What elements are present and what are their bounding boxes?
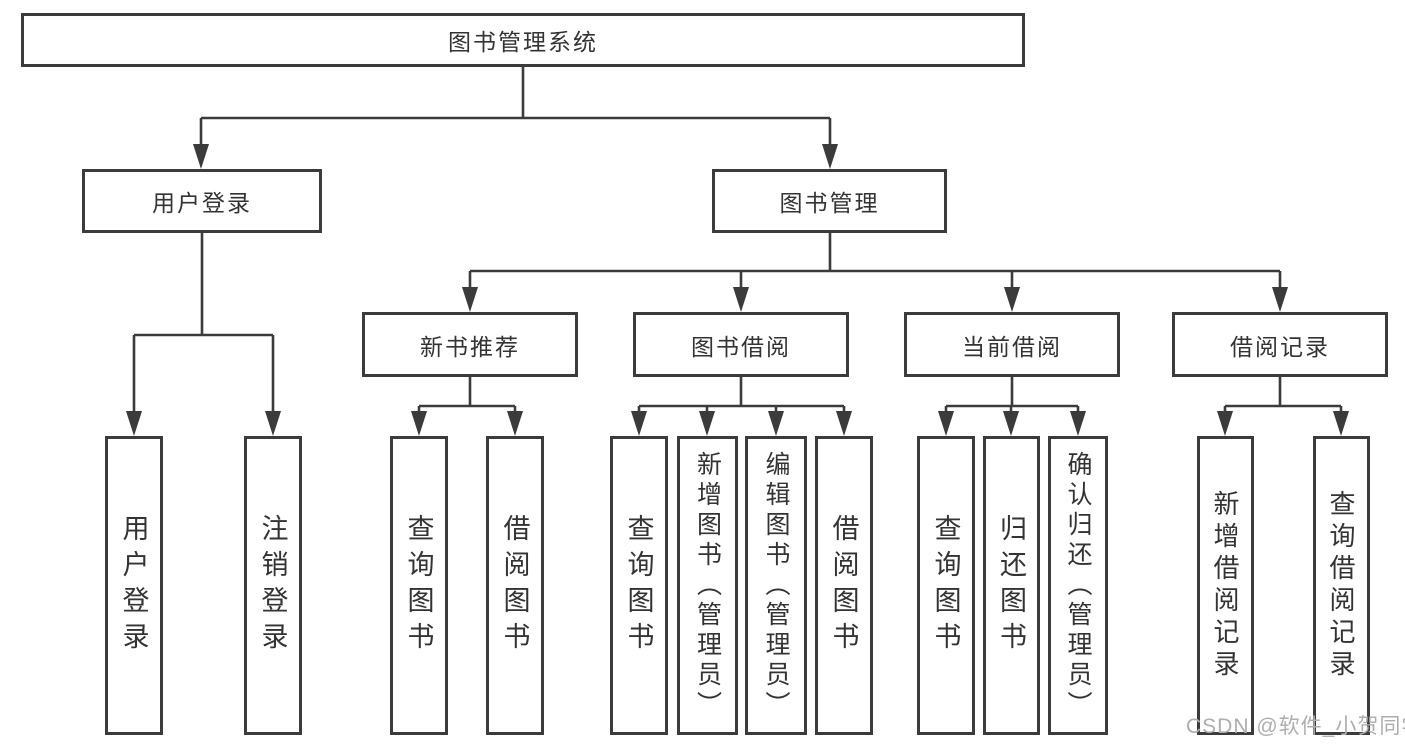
arrowhead-icon bbox=[1070, 411, 1086, 436]
leaf-label: 新增图书（管理员） bbox=[693, 450, 722, 721]
leaf-user-login: 用户登录 bbox=[105, 436, 163, 735]
node-current-borrow: 当前借阅 bbox=[904, 312, 1120, 377]
node-label: 图书借阅 bbox=[691, 333, 791, 360]
arrowhead-icon bbox=[462, 287, 478, 312]
arrowhead-icon bbox=[507, 411, 523, 436]
arrowheads bbox=[126, 144, 1349, 436]
arrowhead-icon bbox=[699, 411, 715, 436]
leaf-label: 查询借阅记录 bbox=[1326, 489, 1356, 682]
leaf-label: 用户登录 bbox=[118, 513, 149, 658]
node-label: 图书管理 bbox=[779, 190, 880, 216]
arrowhead-icon bbox=[265, 411, 281, 436]
node-user-login: 用户登录 bbox=[82, 169, 322, 233]
arrowhead-icon bbox=[193, 144, 209, 169]
arrowhead-icon bbox=[1217, 411, 1233, 436]
leaf-return-book: 归还图书 bbox=[983, 436, 1040, 735]
leaf-logout: 注销登录 bbox=[244, 436, 302, 735]
arrowhead-icon bbox=[1004, 287, 1020, 312]
leaf-borrow-books-recommend: 借阅图书 bbox=[486, 436, 544, 735]
arrowhead-icon bbox=[1333, 411, 1349, 436]
leaf-label: 查询图书 bbox=[623, 513, 654, 658]
leaf-query-books-recommend: 查询图书 bbox=[390, 436, 448, 735]
node-label: 借阅记录 bbox=[1230, 333, 1330, 360]
arrowhead-icon bbox=[411, 411, 427, 436]
leaf-label: 编辑图书（管理员） bbox=[762, 450, 790, 721]
node-book-management: 图书管理 bbox=[712, 169, 947, 233]
node-library-system: 图书管理系统 bbox=[21, 13, 1025, 67]
leaf-confirm-return-admin: 确认归还（管理员） bbox=[1048, 436, 1108, 735]
arrowhead-icon bbox=[126, 411, 142, 436]
leaf-query-books-borrow: 查询图书 bbox=[610, 436, 668, 735]
node-new-book-recommend: 新书推荐 bbox=[362, 312, 578, 377]
arrowhead-icon bbox=[938, 411, 954, 436]
leaf-add-book-admin: 新增图书（管理员） bbox=[677, 436, 738, 735]
leaf-borrow-books: 借阅图书 bbox=[815, 436, 873, 735]
leaf-label: 借阅图书 bbox=[828, 513, 859, 658]
leaf-label: 确认归还（管理员） bbox=[1064, 450, 1092, 721]
arrowhead-icon bbox=[1272, 287, 1288, 312]
leaf-label: 注销登录 bbox=[257, 513, 288, 658]
watermark: CSDN @软件_小贺同学 bbox=[1186, 715, 1405, 738]
node-label: 图书管理系统 bbox=[448, 29, 598, 55]
leaf-label: 归还图书 bbox=[996, 513, 1026, 658]
leaf-query-borrow-record: 查询借阅记录 bbox=[1313, 436, 1370, 735]
node-book-borrow: 图书借阅 bbox=[633, 312, 849, 377]
node-label: 用户登录 bbox=[152, 190, 252, 216]
leaf-edit-book-admin: 编辑图书（管理员） bbox=[745, 436, 807, 735]
arrowhead-icon bbox=[733, 287, 749, 312]
arrowhead-icon bbox=[631, 411, 647, 436]
arrowhead-icon bbox=[822, 144, 838, 169]
leaf-label: 借阅图书 bbox=[499, 513, 530, 658]
node-label: 当前借阅 bbox=[962, 333, 1062, 360]
leaf-label: 查询图书 bbox=[403, 513, 434, 658]
node-label: 新书推荐 bbox=[420, 333, 520, 360]
leaf-label: 查询图书 bbox=[930, 513, 961, 658]
arrowhead-icon bbox=[768, 411, 784, 436]
connector-shafts bbox=[132, 66, 1343, 414]
arrowhead-icon bbox=[1003, 411, 1019, 436]
arrowhead-icon bbox=[836, 411, 852, 436]
node-borrow-records: 借阅记录 bbox=[1172, 312, 1388, 377]
leaf-query-books-current: 查询图书 bbox=[917, 436, 975, 735]
leaf-label: 新增借阅记录 bbox=[1210, 489, 1240, 682]
leaf-add-borrow-record: 新增借阅记录 bbox=[1197, 436, 1254, 735]
